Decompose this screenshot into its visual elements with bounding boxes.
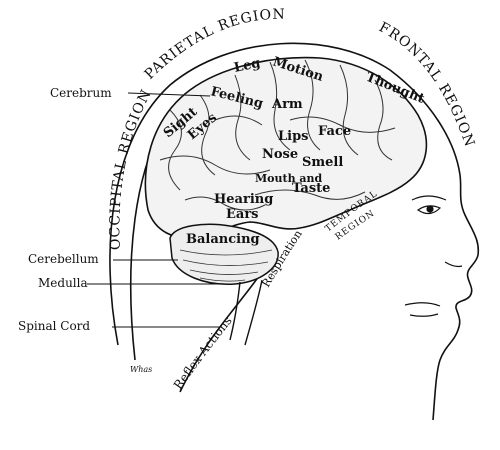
leader-lines	[87, 92, 240, 328]
hearing-label: Hearing	[214, 192, 273, 207]
cerebellum-label: Cerebellum	[28, 252, 99, 266]
face-features	[404, 195, 463, 317]
nose-label: Nose	[262, 147, 298, 162]
spinal-cord-label: Spinal Cord	[18, 319, 91, 333]
lips-label: Lips	[278, 129, 309, 144]
mouth-and-label: Mouth and	[255, 172, 323, 185]
reflex-actions-label: Reflex Actions	[171, 314, 235, 392]
cerebrum-label: Cerebrum	[50, 86, 112, 100]
balancing-label: Balancing	[186, 232, 260, 247]
brain-cerebellum	[169, 223, 279, 285]
ears-label: Ears	[226, 207, 259, 222]
brain-cerebrum	[144, 56, 428, 240]
brain-medulla	[229, 279, 263, 346]
taste-label: Taste	[292, 181, 330, 196]
smell-label: Smell	[302, 155, 343, 170]
leg-label: Leg	[233, 56, 262, 76]
artist-signature: Whas	[130, 365, 152, 374]
eye-icon	[416, 205, 442, 215]
face-label: Face	[318, 124, 351, 139]
medulla-label: Medulla	[38, 276, 88, 290]
arm-label: Arm	[271, 97, 303, 112]
